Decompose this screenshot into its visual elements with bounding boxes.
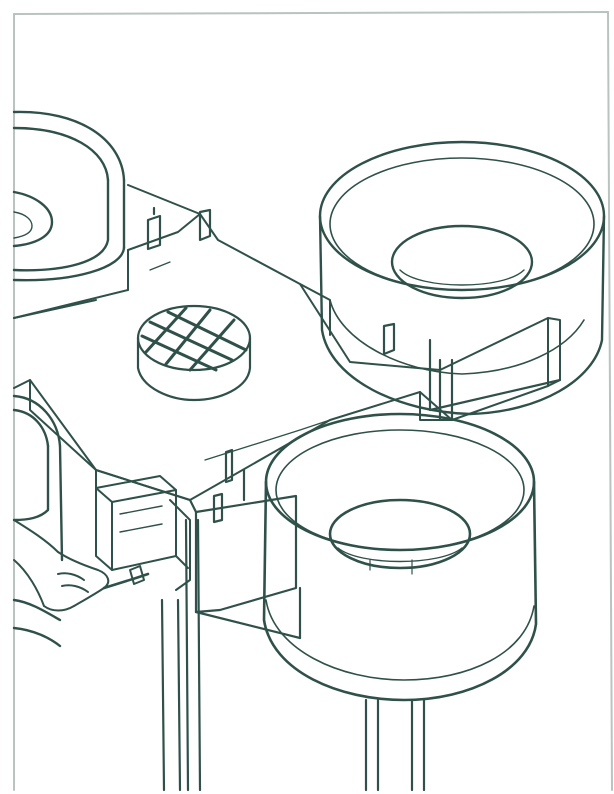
vertical-rods — [160, 518, 426, 792]
damper-actuator — [95, 475, 191, 591]
duct-hub — [13, 184, 561, 506]
hand — [13, 519, 150, 612]
round-duct-connector-lower-right — [262, 412, 538, 702]
page-frame — [13, 11, 613, 791]
round-grille — [136, 304, 252, 402]
round-duct-connector-upper-left — [12, 110, 126, 282]
round-duct-connector-upper-right — [318, 140, 606, 416]
support-hanger — [146, 206, 454, 524]
transition-duct — [188, 338, 562, 640]
round-duct-connector-lower-left — [12, 394, 64, 648]
